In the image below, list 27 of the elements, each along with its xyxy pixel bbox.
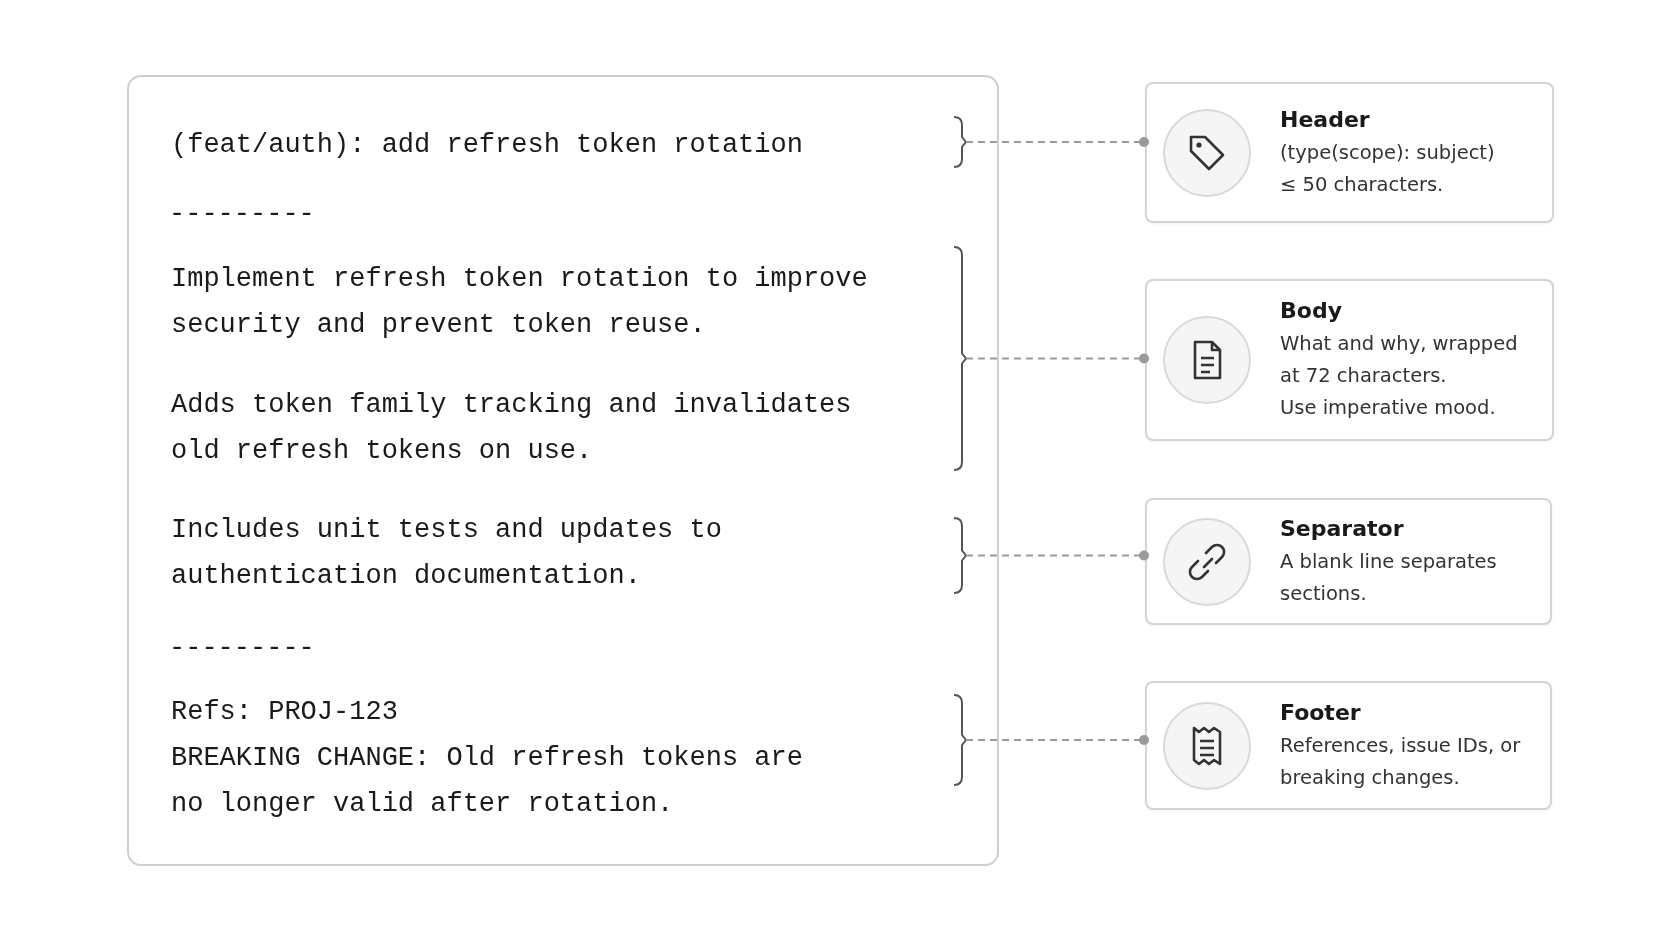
code-text: Implement refresh token rotation to improve security and prevent token reuse.: [171, 263, 869, 342]
code-text: Includes unit tests and updates to authentication documentation.: [171, 514, 723, 593]
card-description: What and why, wrapped at 72 characters.: [1280, 331, 1519, 389]
info-card: [1145, 279, 1554, 441]
card-title: Body: [1280, 297, 1343, 325]
leader-line: [965, 353, 1149, 364]
commit-message-panel: [127, 75, 999, 866]
card-description: Use imperative mood.: [1280, 395, 1497, 421]
code-text: ---------: [169, 632, 315, 665]
card-description: A blank line separates sections.: [1280, 548, 1498, 607]
info-card: [1145, 498, 1552, 625]
code-text: Adds token family tracking and invalidates old refresh tokens on use.: [171, 389, 853, 468]
info-card: [1145, 82, 1554, 223]
card-description: References, issue IDs, or breaking changes.: [1280, 732, 1522, 791]
code-text: Refs: PROJ-123: [171, 696, 399, 729]
code-text: ---------: [169, 198, 315, 231]
code-text: (feat/auth): add refresh token rotation: [171, 129, 804, 162]
leader-line: [965, 550, 1149, 561]
leader-line: [965, 735, 1149, 745]
card-title: Footer: [1280, 698, 1362, 727]
card-title: Separator: [1280, 514, 1405, 543]
card-description: (type(scope): subject): [1280, 139, 1496, 166]
leader-line: [965, 137, 1149, 147]
info-card: [1145, 681, 1552, 810]
card-description: ≤ 50 characters.: [1280, 171, 1445, 198]
card-title: Header: [1280, 105, 1371, 134]
code-text: BREAKING CHANGE: Old refresh tokens are no longer valid after rotation.: [171, 742, 804, 821]
